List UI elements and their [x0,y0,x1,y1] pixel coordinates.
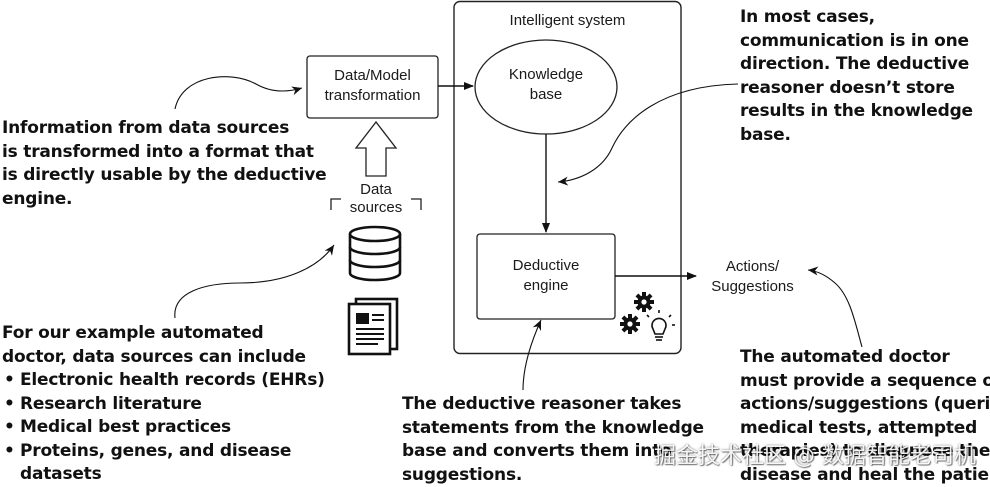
annotation-line: Information from data sources [2,117,326,141]
pointer-doctor-note [808,270,862,347]
annotation-line: is transformed into a format that [2,141,326,165]
lightbulb-icon [647,310,675,340]
list-item: Electronic health records (EHRs) [2,369,325,393]
actions-label-line: Actions/ [690,257,815,277]
gears-icon [620,292,654,334]
annotation-line: The automated doctor [740,346,990,370]
system-title: Intelligent system [454,11,681,31]
list-item: Proteins, genes, and disease [2,440,325,464]
knowledge-base-label-line: Knowledge [476,65,616,85]
list-item: Research literature [2,393,325,417]
watermark: 掘金技术社区 @ 数据智能老司机 [654,438,976,470]
annotation-line: medical tests, attempted [740,417,990,441]
transform-annotation: Information from data sources is transfo… [2,117,326,211]
annotation-line: direction. The deductive [740,53,973,77]
data-sources-label-line: sources [326,199,426,217]
annotation-line: For our example automated [2,322,325,346]
actions-label: Actions/ Suggestions [690,257,815,297]
transformation-label-line: transformation [307,86,438,106]
annotation-line: base. [740,124,973,148]
annotation-line: In most cases, [740,6,973,30]
one-way-annotation: In most cases, communication is in one d… [740,6,973,147]
annotation-line: is directly usable by the deductive [2,164,326,188]
pointer-transform-note [175,77,302,109]
deductive-engine-label-line: Deductive [477,256,615,276]
annotation-line: statements from the knowledge [402,417,704,441]
annotation-line: datasets [2,463,325,487]
data-sources-list: Electronic health records (EHRs) Researc… [2,369,325,463]
annotation-line: doctor, data sources can include [2,346,325,370]
documents-icon [349,299,397,354]
knowledge-base-label: Knowledge base [476,65,616,105]
annotation-line: must provide a sequence of [740,370,990,394]
knowledge-base-label-line: base [476,85,616,105]
actions-label-line: Suggestions [690,277,815,297]
list-item: Medical best practices [2,416,325,440]
annotation-line: reasoner doesn’t store [740,77,973,101]
annotation-line: actions/suggestions (queries, [740,393,990,417]
annotation-line: engine. [2,188,326,212]
annotation-line: The deductive reasoner takes [402,393,704,417]
database-icon [350,227,400,280]
data-sources-label-line: Data [326,181,426,199]
deductive-engine-label-line: engine [477,276,615,296]
pointer-reasoner-note [523,320,541,390]
data-sources-label: Data sources [326,181,426,217]
transformation-label: Data/Model transformation [307,66,438,106]
deductive-engine-label: Deductive engine [477,256,615,296]
transformation-label-line: Data/Model [307,66,438,86]
sources-annotation: For our example automated doctor, data s… [2,322,325,487]
annotation-line: communication is in one [740,30,973,54]
pointer-sources-note [175,245,334,318]
hollow-up-arrow [356,122,396,176]
annotation-line: results in the knowledge [740,100,973,124]
